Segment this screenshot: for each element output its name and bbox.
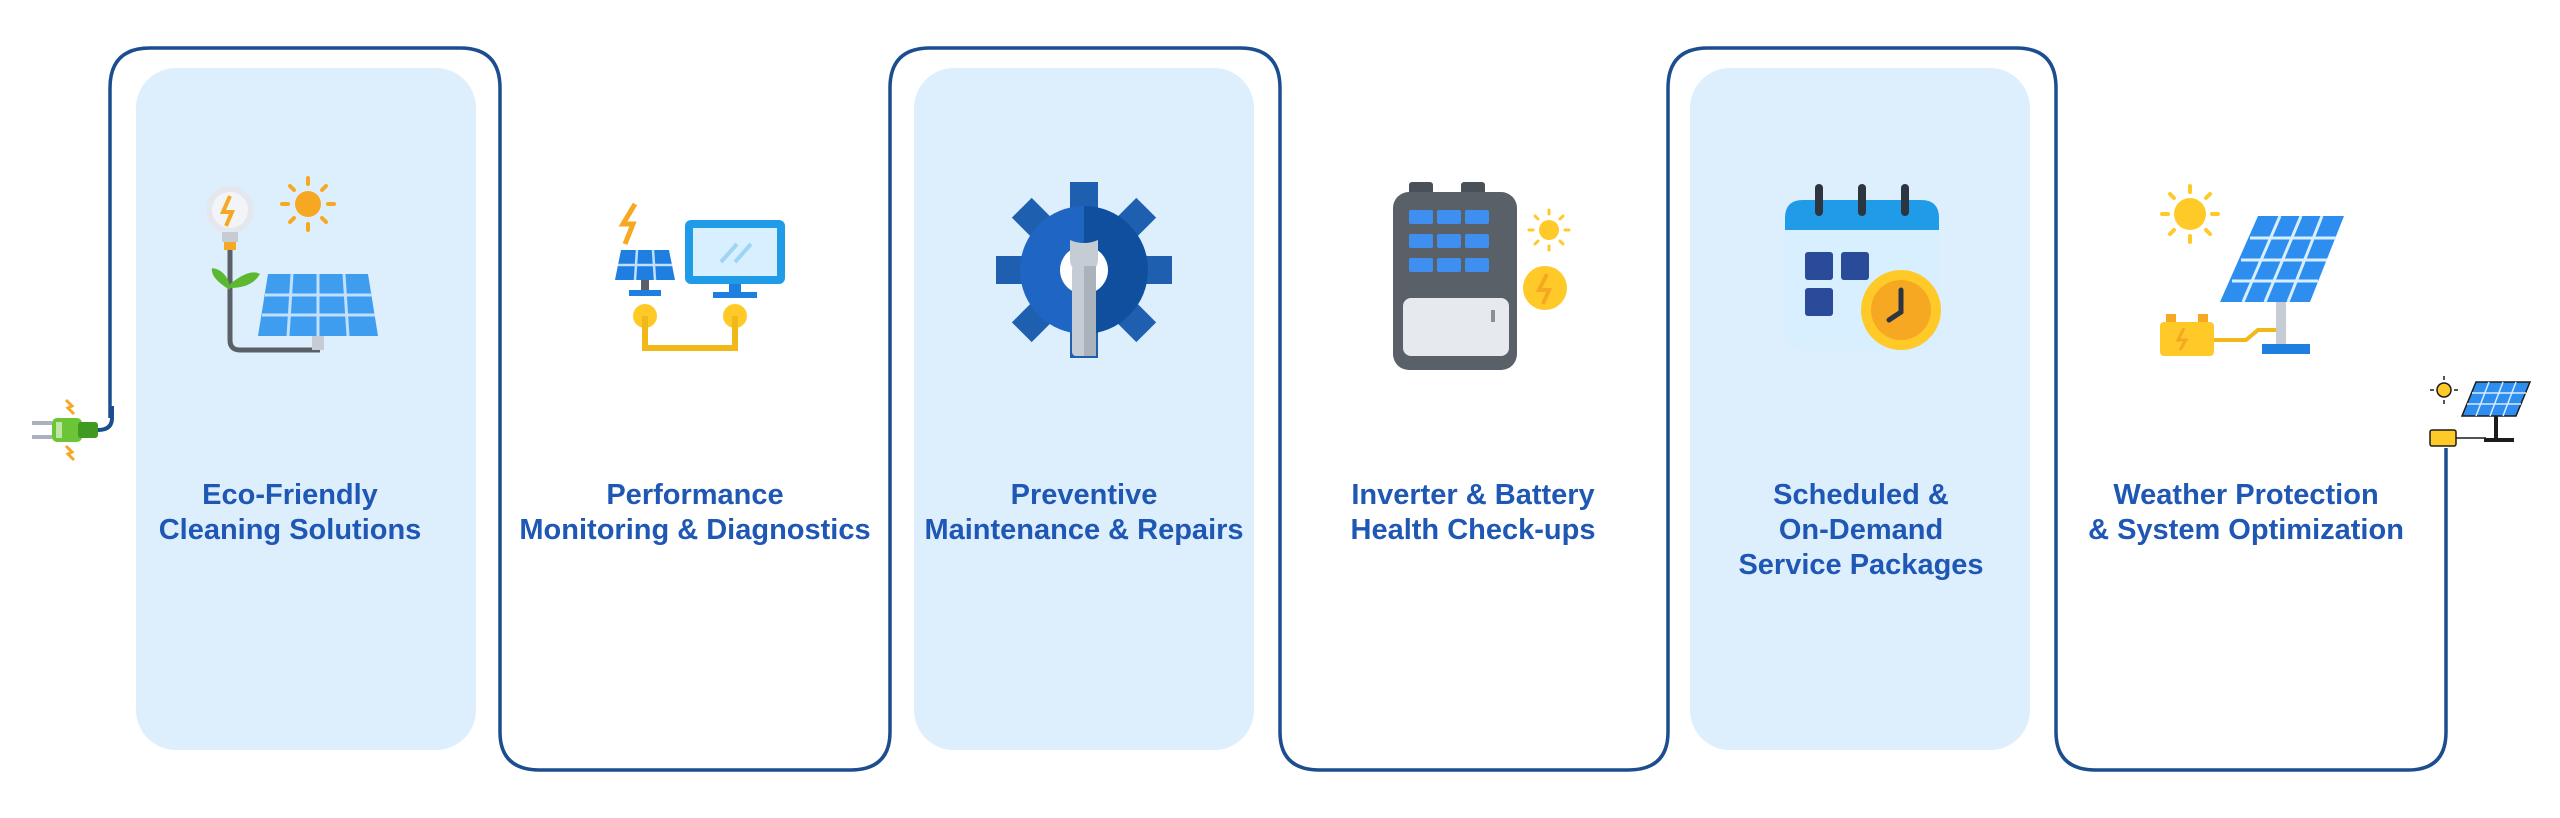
solar-battery-icon — [2429, 376, 2532, 447]
step-performance-monitoring: Performance Monitoring & Diagnostics — [500, 0, 890, 818]
step-label: Weather Protection & System Optimization — [2051, 478, 2441, 548]
step-label: Eco-Friendly Cleaning Solutions — [95, 478, 485, 548]
panel-scheduled — [1690, 68, 2030, 750]
label-line: Eco-Friendly — [202, 479, 378, 511]
sun-solar-battery-icon — [2160, 184, 2344, 356]
label-line: Cleaning Solutions — [158, 514, 422, 546]
step-label: Performance Monitoring & Diagnostics — [500, 478, 890, 548]
step-inverter-battery-checkup: Inverter & Battery Health Check-ups — [1278, 0, 1668, 818]
label-line: & System Optimization — [2088, 514, 2404, 546]
panel-monitor-icon — [615, 202, 785, 351]
label-line: Health Check-ups — [1350, 514, 1596, 546]
label-line: Scheduled & — [1773, 479, 1949, 511]
label-line: Inverter & Battery — [1351, 479, 1595, 511]
step-label: Inverter & Battery Health Check-ups — [1278, 478, 1668, 548]
label-line: Preventive — [1010, 479, 1158, 511]
bulb-solar-panel-icon — [206, 176, 378, 353]
calendar-clock-icon — [1785, 184, 1941, 350]
step-eco-friendly-cleaning: Eco-Friendly Cleaning Solutions — [95, 0, 485, 818]
power-plug-icon — [32, 398, 114, 462]
label-line: Weather Protection — [2113, 479, 2379, 511]
label-line: On-Demand — [1778, 514, 1944, 546]
battery-pack-icon — [1393, 182, 1571, 370]
step-weather-protection: Weather Protection & System Optimization — [2051, 0, 2441, 818]
label-line: Performance — [606, 479, 784, 511]
label-line: Monitoring & Diagnostics — [519, 514, 871, 546]
gear-wrench-icon — [996, 182, 1172, 358]
panel-preventive — [914, 68, 1254, 750]
label-line: Service Packages — [1738, 549, 1984, 581]
step-label: Preventive Maintenance & Repairs — [889, 478, 1279, 548]
label-line: Maintenance & Repairs — [924, 514, 1244, 546]
step-scheduled-service-packages: Scheduled & On-Demand Service Packages — [1666, 0, 2056, 818]
step-preventive-maintenance: Preventive Maintenance & Repairs — [889, 0, 1279, 818]
step-label: Scheduled & On-Demand Service Packages — [1666, 478, 2056, 583]
